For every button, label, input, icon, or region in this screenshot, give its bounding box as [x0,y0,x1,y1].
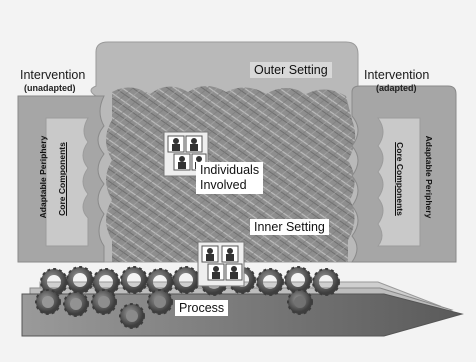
intervention-left-subtitle: (unadapted) [24,83,76,93]
gear-icon [35,289,61,315]
gear-icon [256,268,284,296]
gear-icon [91,289,117,315]
gear-icon [172,266,200,294]
left-adaptable-periphery-label: Adaptable Periphery [38,135,48,219]
gear-icon [147,289,173,315]
gear-icon [120,266,148,294]
right-core-components-label: Core Components [395,142,405,216]
intervention-left-title: Intervention [20,68,86,82]
intervention-right-shape [351,85,457,263]
intervention-right-subtitle: (adapted) [376,83,417,93]
intervention-right-title: Intervention [364,68,430,82]
right-adaptable-periphery-label: Adaptable Periphery [424,135,434,219]
gear-icon [284,266,312,294]
individuals-involved-label: Individuals Involved [196,162,264,194]
individuals-involved-line1: Individuals [200,163,260,177]
process-label: Process [175,300,229,316]
outer-setting-label: Outer Setting [250,62,332,78]
inner-setting-label: Inner Setting [250,219,329,235]
gear-icon [287,289,313,315]
individuals-involved-line2: Involved [200,178,247,192]
gear-icon [312,268,340,296]
intervention-left-shape [17,95,105,263]
gear-icon [66,266,94,294]
gear-icon [63,291,89,317]
left-core-components-label: Core Components [57,142,67,216]
individuals-icon-bottom [197,241,245,287]
gear-icon [119,303,145,329]
